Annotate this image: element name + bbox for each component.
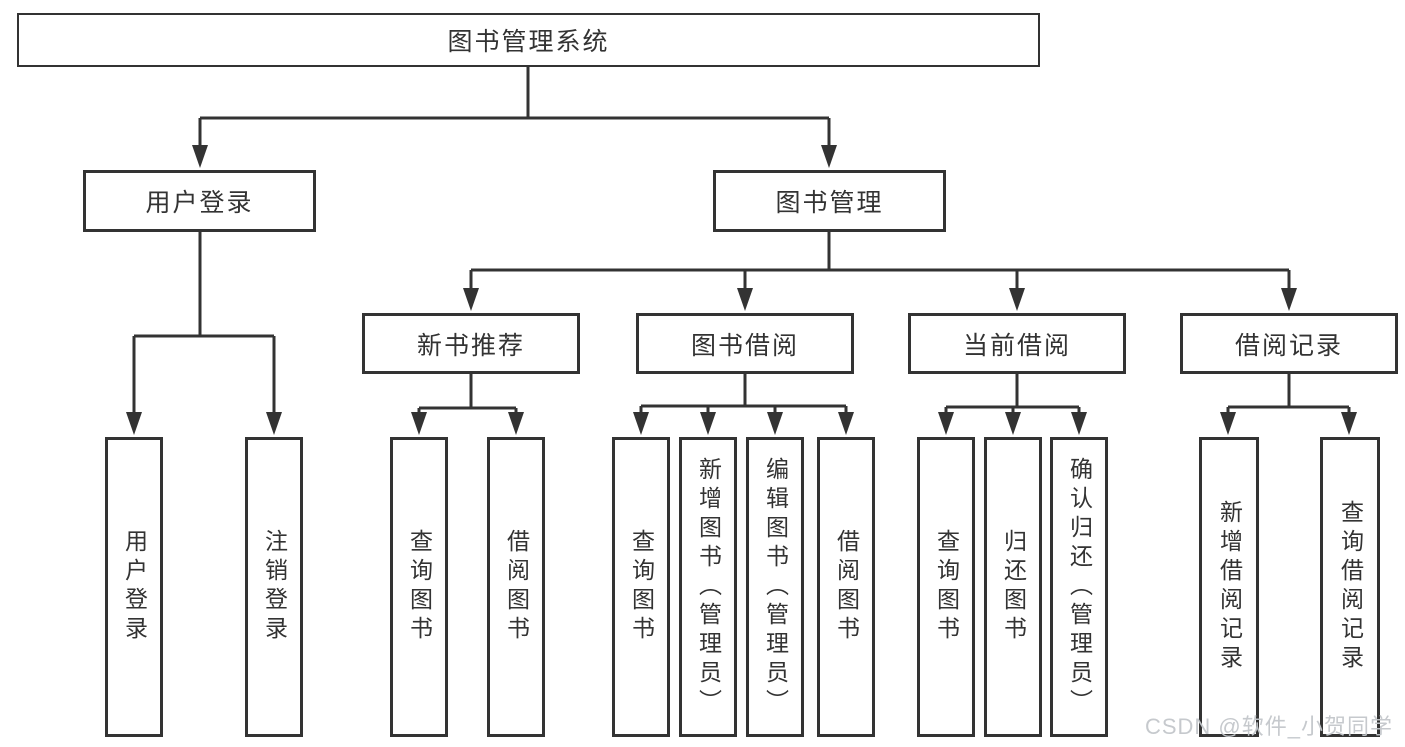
leaf-current-return-book: 归还图书 [984,437,1042,737]
connector-user-login-to-leaves [126,232,282,435]
leaf-borrowing-borrow-book: 借阅图书 [817,437,875,737]
connector-book-borrowing-to-leaves [633,374,854,435]
node-book-management: 图书管理 [713,170,946,232]
node-root-system: 图书管理系统 [17,13,1040,67]
leaf-borrowing-query-book: 查询图书 [612,437,670,737]
connector-borrowing-records-to-leaves [1220,374,1357,435]
leaf-logout-login: 注销登录 [245,437,303,737]
node-user-login: 用户登录 [83,170,316,232]
leaf-records-add-record: 新增借阅记录 [1199,437,1259,737]
connector-book-management-to-level2 [463,232,1297,311]
leaf-borrowing-edit-book-admin: 编辑图书（管理员） [746,437,804,737]
leaf-records-query-record: 查询借阅记录 [1320,437,1380,737]
watermark-text: CSDN @软件_小贺同学 [1144,714,1393,739]
node-borrowing-records: 借阅记录 [1180,313,1398,374]
node-new-book-recommend: 新书推荐 [362,313,580,374]
leaf-current-confirm-return-admin: 确认归还（管理员） [1050,437,1108,737]
leaf-current-query-book: 查询图书 [917,437,975,737]
leaf-borrowing-add-book-admin: 新增图书（管理员） [679,437,737,737]
node-book-borrowing: 图书借阅 [636,313,854,374]
connector-current-borrowing-to-leaves [938,374,1087,435]
node-current-borrowing: 当前借阅 [908,313,1126,374]
connector-new-book-to-leaves [411,374,524,435]
leaf-recommend-borrow-book: 借阅图书 [487,437,545,737]
connector-root-to-level1 [192,67,837,168]
leaf-recommend-query-book: 查询图书 [390,437,448,737]
leaf-user-login: 用户登录 [105,437,163,737]
